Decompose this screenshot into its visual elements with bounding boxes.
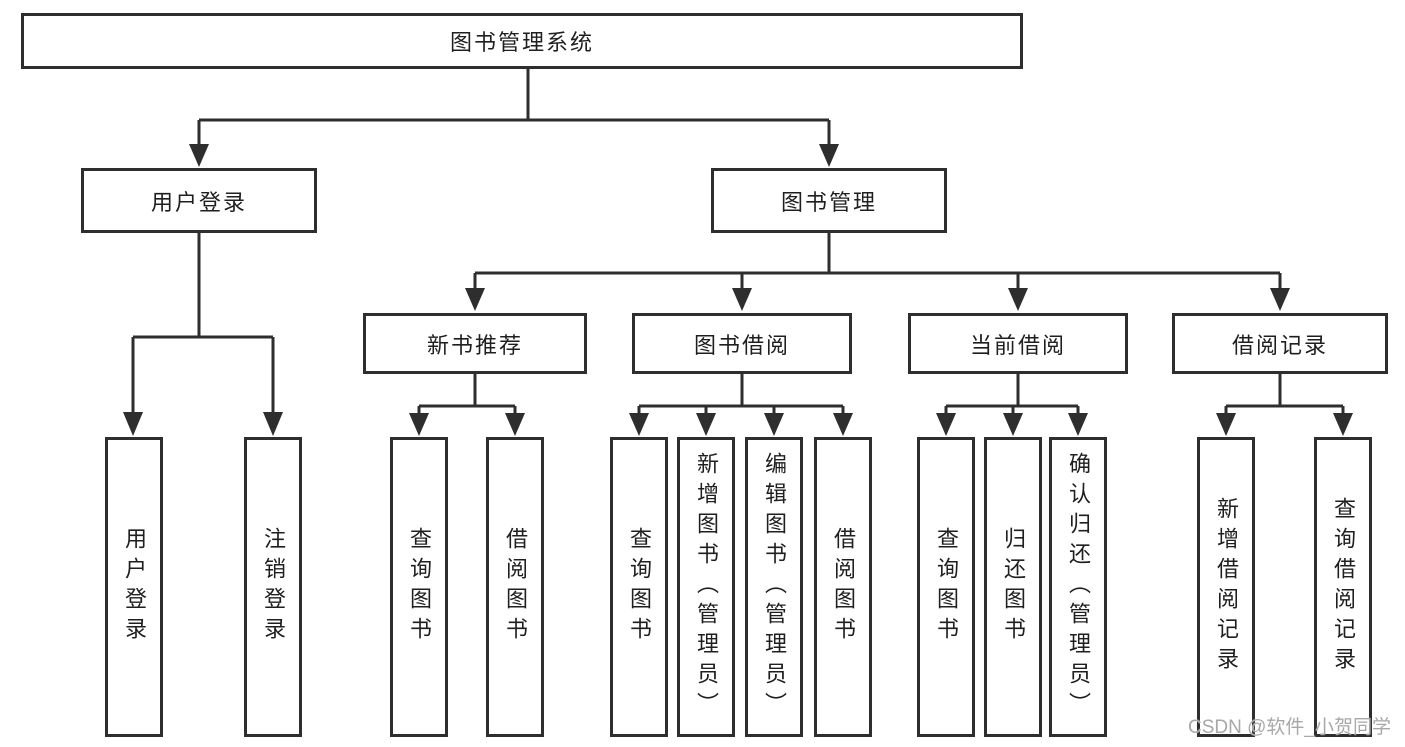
leaf-add-borrow-record-label: 新增借阅记录 (1214, 497, 1239, 677)
node-new-book-recommend: 新书推荐 (363, 313, 587, 374)
connector-borrow-records-branch (1224, 374, 1345, 414)
connector-new-book-recommend-branch (417, 374, 517, 414)
node-book-management: 图书管理 (711, 168, 947, 233)
leaf-confirm-return-admin-label: 确认归还（管理员） (1066, 452, 1091, 722)
leaf-borrow-books-label: 借阅图书 (831, 527, 856, 647)
csdn-watermark: CSDN @软件_小贺同学 (1188, 717, 1391, 738)
leaf-query-books-recommend: 查询图书 (390, 437, 448, 737)
leaf-query-books-current: 查询图书 (917, 437, 975, 737)
node-borrow-records: 借阅记录 (1172, 313, 1388, 374)
connector-book-borrow-branch (637, 374, 845, 414)
leaf-return-books: 归还图书 (984, 437, 1042, 737)
node-book-borrow: 图书借阅 (632, 313, 852, 374)
leaf-user-login: 用户登录 (105, 437, 163, 737)
connector-user-login-branch (131, 233, 275, 414)
leaf-return-books-label: 归还图书 (1001, 527, 1026, 647)
leaf-query-borrow-record: 查询借阅记录 (1314, 437, 1372, 737)
node-root-library-management-system: 图书管理系统 (21, 13, 1023, 69)
leaf-confirm-return-admin: 确认归还（管理员） (1049, 437, 1107, 737)
arrowheads (123, 144, 1353, 436)
leaf-logout: 注销登录 (244, 437, 302, 737)
leaf-add-borrow-record: 新增借阅记录 (1197, 437, 1255, 737)
leaf-borrow-books-recommend: 借阅图书 (486, 437, 544, 737)
leaf-borrow-books: 借阅图书 (814, 437, 872, 737)
connector-root-to-level2 (197, 69, 831, 146)
leaf-logout-label: 注销登录 (261, 527, 286, 647)
leaf-query-books-borrow: 查询图书 (610, 437, 668, 737)
leaf-borrow-books-recommend-label: 借阅图书 (503, 527, 528, 647)
leaf-edit-book-admin: 编辑图书（管理员） (745, 437, 803, 737)
leaf-query-borrow-record-label: 查询借阅记录 (1331, 497, 1356, 677)
node-user-login: 用户登录 (81, 168, 317, 233)
node-current-borrow: 当前借阅 (908, 313, 1128, 374)
leaf-add-book-admin: 新增图书（管理员） (677, 437, 735, 737)
connector-book-management-branch (473, 233, 1282, 289)
leaf-query-books-recommend-label: 查询图书 (407, 527, 432, 647)
leaf-query-books-current-label: 查询图书 (934, 527, 959, 647)
leaf-user-login-label: 用户登录 (122, 527, 147, 647)
connector-current-borrow-branch (944, 374, 1080, 414)
leaf-query-books-borrow-label: 查询图书 (627, 527, 652, 647)
leaf-edit-book-admin-label: 编辑图书（管理员） (762, 452, 787, 722)
leaf-add-book-admin-label: 新增图书（管理员） (694, 452, 719, 722)
